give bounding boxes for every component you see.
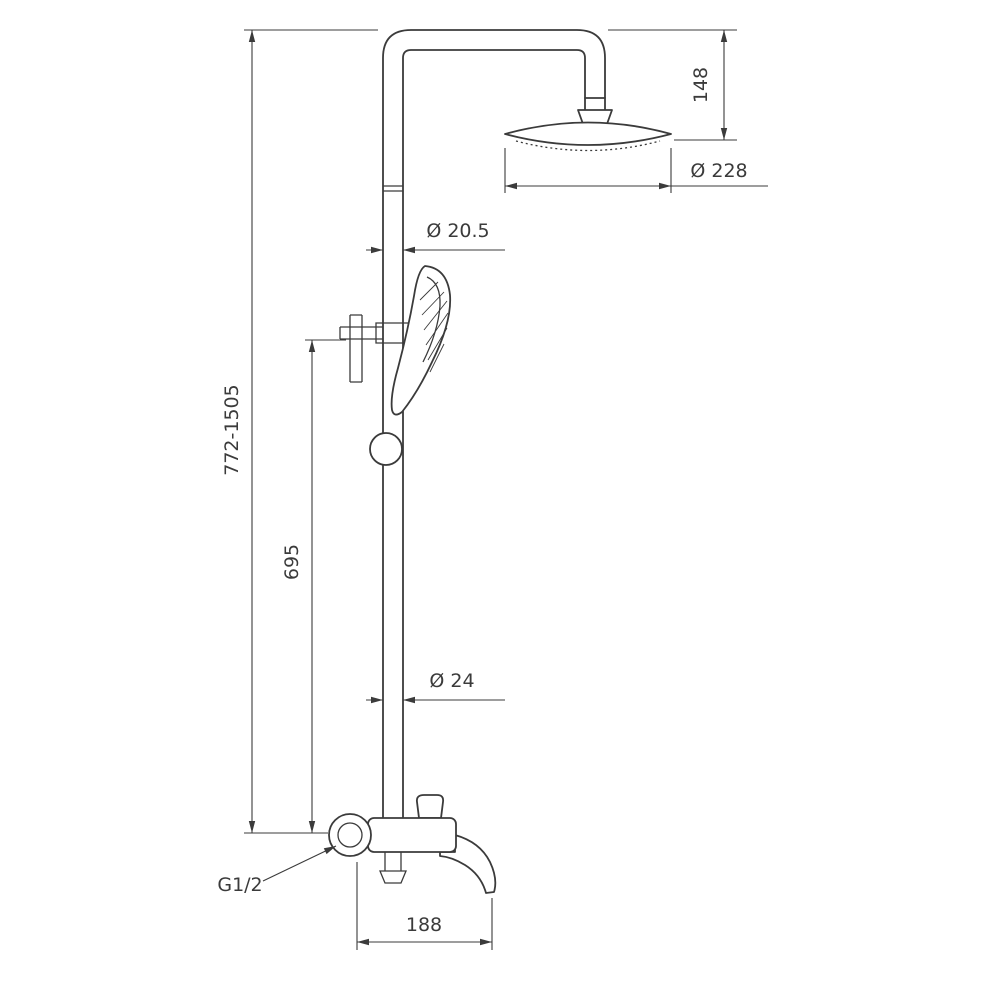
dim-base-width: 188	[356, 862, 493, 950]
slider-ring	[369, 432, 403, 466]
dim-head-offset-label: 148	[690, 67, 712, 103]
inlet-thread-leader	[262, 845, 337, 882]
inlet-escutcheon-outer	[328, 813, 372, 857]
dim-lower-pipe-diameter: Ø 24	[366, 670, 505, 704]
mixer-body	[367, 817, 457, 853]
hose-outlet	[379, 852, 407, 884]
dim-head-diameter-label: Ø 228	[690, 160, 747, 182]
dim-base-width-ext	[356, 862, 493, 950]
dim-total-height: 772-1505	[221, 29, 378, 834]
hand-shower	[390, 265, 452, 416]
dim-mid-section: 695	[281, 339, 346, 833]
mixer-handle	[415, 794, 445, 819]
pipe-joint	[383, 185, 403, 192]
dim-head-offset-ext	[608, 29, 737, 141]
hand-shower-face-edge	[422, 276, 441, 363]
dimensions: 148 Ø 228 Ø 20.5 772-1505	[217, 29, 768, 950]
inlet-escutcheon-inner	[337, 822, 363, 848]
dim-total-height-label: 772-1505	[221, 384, 243, 475]
dim-head-offset: 148	[608, 29, 737, 141]
riser-pipe-inner	[402, 49, 586, 823]
dim-lower-pipe-label: Ø 24	[429, 670, 474, 692]
dim-upper-pipe-label: Ø 20.5	[426, 220, 489, 242]
hand-shower-hatching	[419, 281, 449, 373]
shower-column	[328, 29, 672, 894]
dim-base-width-label: 188	[406, 914, 442, 936]
inlet-thread-label: G1/2	[217, 874, 262, 896]
bracket-hook	[349, 314, 363, 383]
rain-shower-head	[504, 121, 672, 146]
dim-upper-pipe-diameter: Ø 20.5	[366, 220, 505, 254]
callout-inlet-thread: G1/2	[217, 845, 337, 896]
riser-pipe-outer	[382, 29, 606, 823]
dim-head-diameter: Ø 228	[504, 148, 768, 193]
head-connector	[577, 97, 613, 125]
dim-total-height-ext	[244, 29, 378, 834]
mixer-spout	[439, 834, 497, 894]
mixer-assembly	[328, 794, 497, 894]
dim-mid-section-label: 695	[281, 544, 303, 580]
hand-shower-outline	[390, 265, 452, 416]
